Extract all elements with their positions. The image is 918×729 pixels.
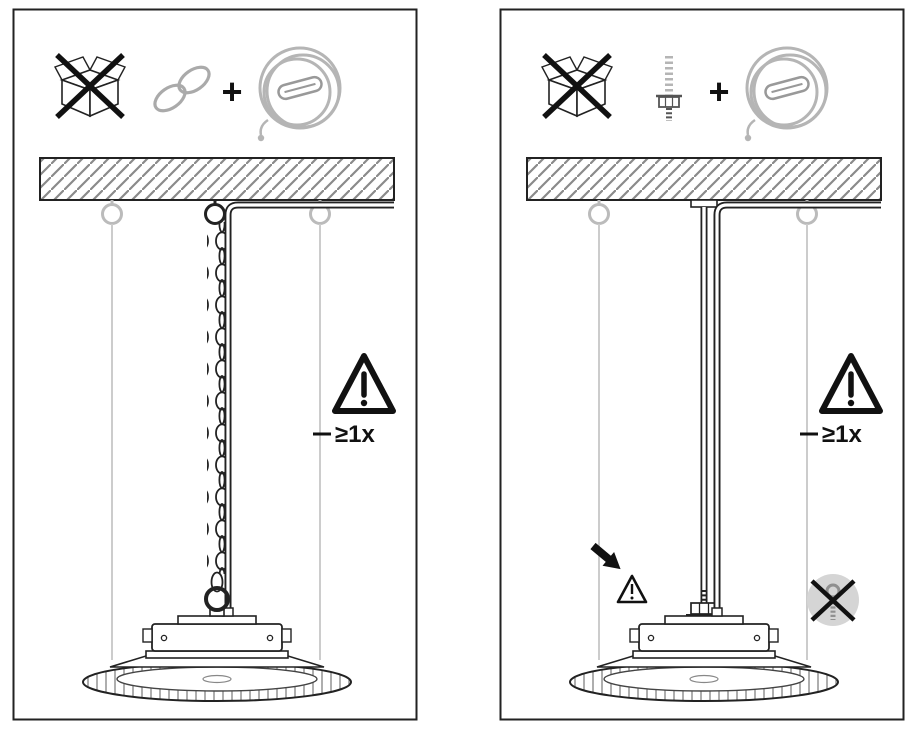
plus-sign: + xyxy=(221,71,242,112)
anchor-eyelet-left xyxy=(588,200,610,660)
warning-triangle-icon xyxy=(332,353,396,414)
highbay-fixture xyxy=(569,607,839,702)
no-eyebolt-icon xyxy=(807,574,859,626)
plus-sign: + xyxy=(708,71,729,112)
cable-gland xyxy=(711,607,723,617)
anchor-eyelet-left xyxy=(101,200,123,660)
power-cable xyxy=(224,201,394,610)
min-count-callout: ≥1x xyxy=(313,421,376,448)
chain-icon xyxy=(153,65,211,113)
threaded-rod xyxy=(686,199,722,616)
threaded-rod-icon xyxy=(656,56,682,121)
ceiling xyxy=(39,157,395,201)
safety-cable-coil-icon xyxy=(257,46,342,142)
direction-arrow-icon xyxy=(590,542,621,570)
warning-triangle-icon xyxy=(819,353,883,414)
eyebolt xyxy=(204,586,230,617)
min-count-label: ≥1x xyxy=(822,421,863,448)
highbay-fixture xyxy=(82,586,352,702)
panel-rod-mounting: + xyxy=(499,8,905,726)
suspension-chain xyxy=(207,222,227,593)
min-count-label: ≥1x xyxy=(335,421,376,448)
no-packaging-icon xyxy=(53,52,127,120)
panel-chain-mounting: + xyxy=(12,8,418,726)
safety-cable-coil-icon xyxy=(744,46,829,142)
power-cable xyxy=(713,201,881,610)
no-packaging-icon xyxy=(540,52,614,120)
small-warning-triangle-icon xyxy=(616,574,648,604)
ceiling xyxy=(526,157,882,201)
min-count-callout: ≥1x xyxy=(800,421,863,448)
